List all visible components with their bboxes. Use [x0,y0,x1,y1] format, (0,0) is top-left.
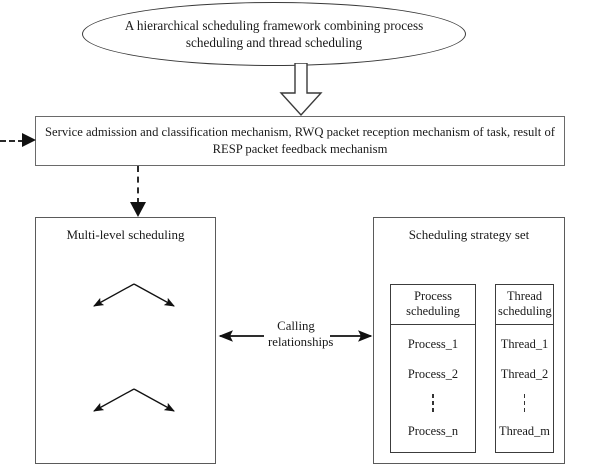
list-item: Thread_1 [500,336,549,351]
thread-scheduling-column: Thread scheduling Thread_1 Thread_2 Thre… [495,284,554,453]
block-arrow-down-icon [273,62,329,122]
scheduling-strategy-set-title: Scheduling strategy set [408,227,530,242]
process-scheduling-items: Process_1 Process_2 Process_n [391,325,475,452]
process-scheduling-header: Process scheduling [391,285,475,326]
list-item: Process_1 [407,336,459,351]
thread-scheduling-items: Thread_1 Thread_2 Thread_m [496,325,553,452]
list-item: Process_n [407,424,459,439]
scheduling-strategy-set-panel: Scheduling strategy set Process scheduli… [373,217,565,464]
dispatch-arrowhead-icon [130,202,146,217]
calling-relationships-label: Calling relationships [268,319,334,351]
calling-relationships-line2: relationships [268,334,334,349]
process-scheduling-column: Process scheduling Process_1 Process_2 P… [390,284,476,453]
process-scheduling-header-line1: Process [414,289,452,303]
thread-scheduling-header-line1: Thread [506,289,543,303]
multi-level-scheduling-title: Multi-level scheduling [66,227,185,242]
multi-level-scheduling-panel: Multi-level scheduling Process 1 Thread … [35,217,216,464]
list-item: Process_2 [407,367,459,382]
vertical-ellipsis-icon [432,394,434,413]
thread-scheduling-header: Thread scheduling [496,285,553,326]
framework-title-ellipse: A hierarchical scheduling framework comb… [82,2,466,66]
mechanism-box: Service admission and classification mec… [35,116,565,166]
process-scheduling-header-line2: scheduling [406,304,460,319]
list-item: Thread_m [499,424,550,439]
calling-relationships-line1: Calling [277,319,315,333]
thread-scheduling-header-line2: scheduling [498,304,552,319]
vertical-ellipsis-icon [523,394,526,413]
list-item: Thread_2 [500,367,549,382]
dispatch-dashed-line [137,166,139,204]
feedback-arrowhead-icon [22,133,36,147]
framework-title-text: A hierarchical scheduling framework comb… [124,17,424,50]
feedback-dashed-line [0,140,24,142]
mechanism-box-text: Service admission and classification mec… [45,125,555,156]
